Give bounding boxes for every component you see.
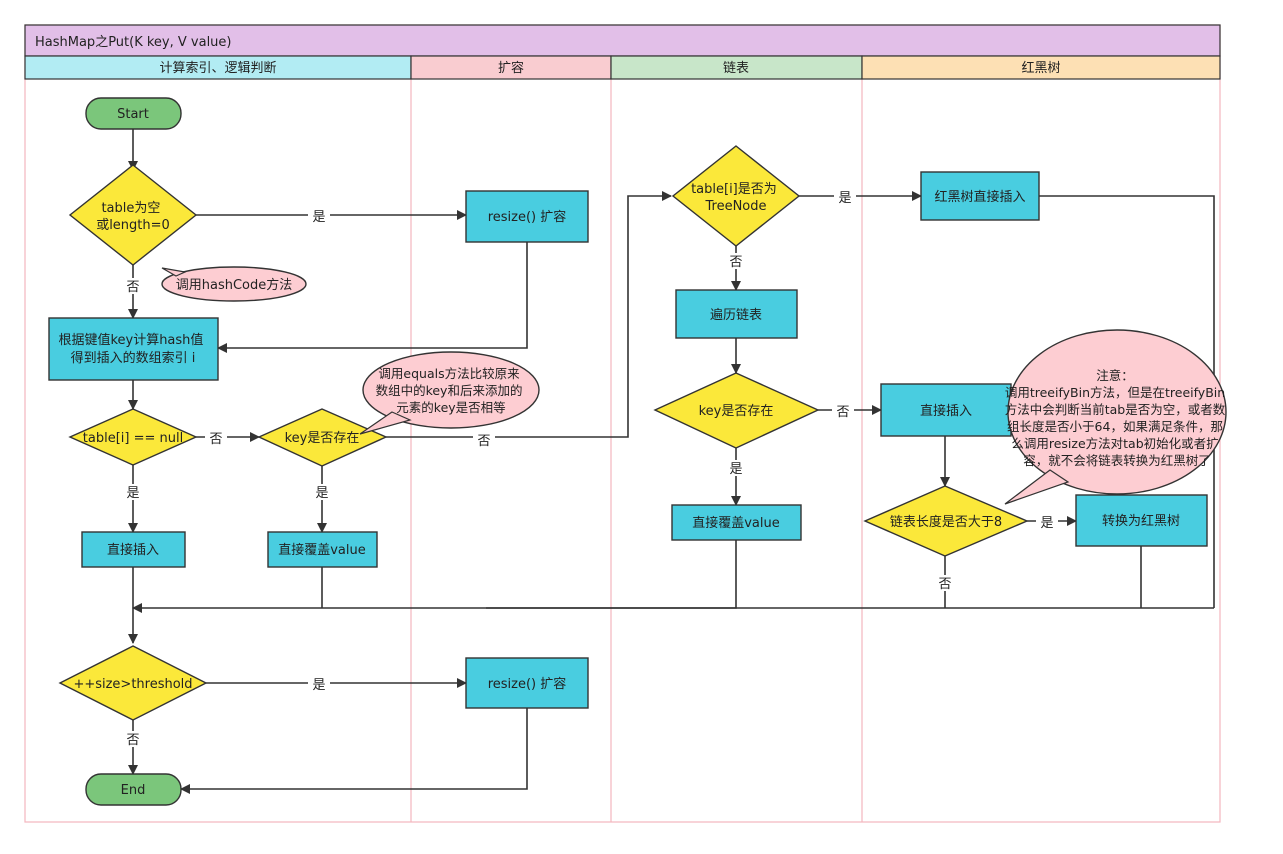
decision-table-i-null bbox=[68, 408, 198, 466]
edge-label-yes: 是 bbox=[1040, 516, 1053, 531]
lane-label-linked-list: 链表 bbox=[723, 61, 749, 76]
edge-label-yes: 是 bbox=[312, 678, 325, 693]
resize-process-1 bbox=[465, 190, 589, 243]
edge-label-no: 否 bbox=[126, 733, 139, 748]
edge-label-yes: 是 bbox=[838, 191, 851, 206]
edge-label-no: 否 bbox=[938, 577, 951, 592]
callout-equals-bubble bbox=[362, 351, 540, 429]
decision-is-treenode-label: table[i]是否为 TreeNode bbox=[691, 182, 781, 214]
decision-table-i-null-label: table[i] == null bbox=[83, 431, 183, 446]
overwrite-value-process-1 bbox=[267, 531, 378, 568]
traverse-list-label: 遍历链表 bbox=[710, 307, 762, 323]
edge-label-no: 否 bbox=[729, 255, 742, 270]
decision-key-exists-2 bbox=[653, 372, 820, 449]
traverse-list-process bbox=[675, 289, 798, 339]
start-label: Start bbox=[117, 107, 149, 122]
decision-is-treenode bbox=[671, 145, 801, 247]
resize-process-1-label: resize() 扩容 bbox=[488, 209, 567, 225]
callout-hashcode-text: 调用hashCode方法 bbox=[176, 277, 293, 293]
compute-hash-label: 根据键值key计算hash值 得到插入的数组索引 i bbox=[58, 332, 207, 366]
edge-label-no: 否 bbox=[836, 405, 849, 420]
overwrite-value-2-label: 直接覆盖value bbox=[692, 515, 780, 531]
connectors bbox=[128, 129, 1215, 794]
decision-list-length-8 bbox=[863, 485, 1029, 557]
resize-process-2 bbox=[465, 657, 589, 709]
pool-title-bar bbox=[24, 24, 1221, 57]
edge-label-no: 否 bbox=[209, 432, 222, 447]
decision-size-threshold bbox=[58, 645, 208, 721]
lane-label-rbtree: 红黑树 bbox=[1021, 60, 1060, 76]
lane-label-resize: 扩容 bbox=[498, 60, 524, 76]
callout-hashcode-bubble bbox=[161, 266, 307, 302]
edge-label-yes: 是 bbox=[315, 486, 328, 501]
edge-label-yes: 是 bbox=[126, 486, 139, 501]
lane-label-index-logic: 计算索引、逻辑判断 bbox=[159, 61, 276, 76]
rbtree-insert-process bbox=[920, 171, 1040, 221]
convert-rbtree-process bbox=[1075, 494, 1208, 547]
lane-header-rbtree bbox=[861, 55, 1221, 80]
resize-process-2-label: resize() 扩容 bbox=[488, 676, 567, 692]
edge-label-no: 否 bbox=[477, 434, 490, 449]
callout-equals-tail bbox=[359, 411, 412, 435]
insert-direct-1-label: 直接插入 bbox=[107, 542, 159, 558]
decision-list-length-8-label: 链表长度是否大于8 bbox=[890, 514, 1002, 530]
end-terminal bbox=[85, 773, 182, 806]
edge-label-no: 否 bbox=[126, 280, 139, 295]
callout-treeify-text: 注意： 调用treeifyBin方法，但是在treeifyBin 方法中会判断当… bbox=[1005, 368, 1229, 468]
decision-table-empty-label: table为空 或length=0 bbox=[96, 201, 170, 233]
rbtree-insert-label: 红黑树直接插入 bbox=[934, 189, 1025, 205]
start-terminal bbox=[85, 97, 182, 130]
decision-key-exists-2-label: key是否存在 bbox=[699, 404, 774, 419]
callout-equals-text: 调用equals方法比较原来 数组中的key和后来添加的 元素的key是否相等 bbox=[376, 366, 527, 415]
compute-hash-process bbox=[48, 317, 219, 381]
insert-direct-process-1 bbox=[81, 531, 186, 568]
edge-label-yes: 是 bbox=[729, 462, 742, 477]
decision-key-exists-1 bbox=[257, 408, 388, 467]
decision-key-exists-1-label: key是否存在 bbox=[285, 431, 360, 446]
decision-table-empty bbox=[68, 164, 198, 266]
insert-direct-2-label: 直接插入 bbox=[920, 403, 972, 419]
decision-size-threshold-label: ++size>threshold bbox=[73, 677, 192, 692]
convert-rbtree-label: 转换为红黑树 bbox=[1102, 513, 1180, 529]
edge-labels: 是 否 否 是 是 否 是 否 否 是 是 否 是 否 bbox=[123, 189, 1058, 748]
overwrite-value-process-2 bbox=[671, 504, 802, 541]
overwrite-value-1-label: 直接覆盖value bbox=[278, 542, 366, 558]
end-label: End bbox=[121, 783, 146, 798]
pool-title: HashMap之Put(K key, V value) bbox=[35, 35, 232, 50]
callout-treeify-bubble bbox=[1007, 329, 1227, 495]
callout-treeify-tail bbox=[1004, 469, 1070, 505]
insert-direct-process-2 bbox=[880, 383, 1012, 437]
edge-label-yes: 是 bbox=[312, 210, 325, 225]
